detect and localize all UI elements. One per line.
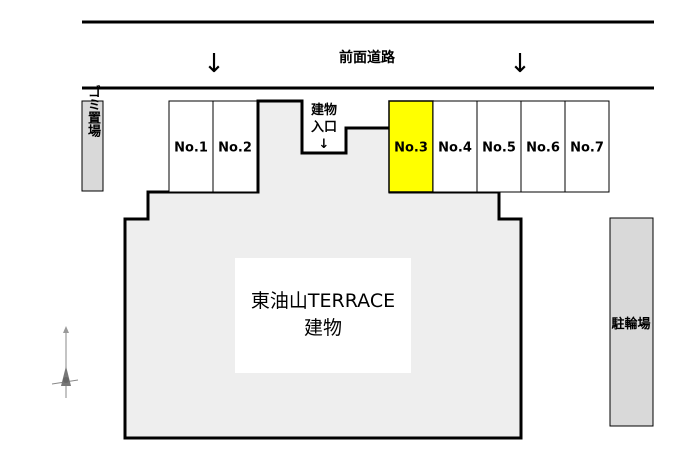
parking-space-label: No.6 (526, 141, 560, 156)
parking-space (168, 100, 214, 193)
building-label: 建物 (304, 317, 342, 339)
parking-space-label: No.5 (482, 141, 516, 156)
entrance-label-line2: 入口 (311, 120, 337, 135)
bicycle-parking-label: 駐輪場 (611, 316, 650, 332)
parking-space-label: No.4 (438, 141, 472, 156)
parking-spaces-left: No.1 No.2 (168, 100, 258, 193)
parking-space-label: No.1 (174, 141, 208, 156)
parking-space (212, 100, 258, 193)
parking-space (476, 100, 522, 193)
bicycle-parking-area (609, 217, 654, 427)
parking-space-label: No.2 (218, 141, 252, 156)
parking-space-label: No.3 (394, 141, 428, 156)
parking-space (564, 100, 610, 193)
entrance-arrow: ↓ (319, 137, 330, 152)
compass-icon (51, 326, 79, 398)
building-name-box (235, 258, 411, 373)
road-label: 前面道路 (339, 49, 396, 66)
garbage-area (81, 100, 104, 192)
parking-space-label: No.7 (570, 141, 604, 156)
entrance-label-line1: 建物 (311, 102, 337, 118)
road-arrow-right: ↓ (509, 49, 531, 79)
garbage-label: ゴミ置場 (85, 84, 101, 138)
road-arrow-left: ↓ (203, 49, 225, 79)
parking-space (388, 100, 434, 193)
parking-space (432, 100, 478, 193)
building-name: 東油山TERRACE (251, 290, 395, 312)
parking-spaces-right: No.3 No.4 No.5 No.6 No.7 (388, 100, 610, 193)
